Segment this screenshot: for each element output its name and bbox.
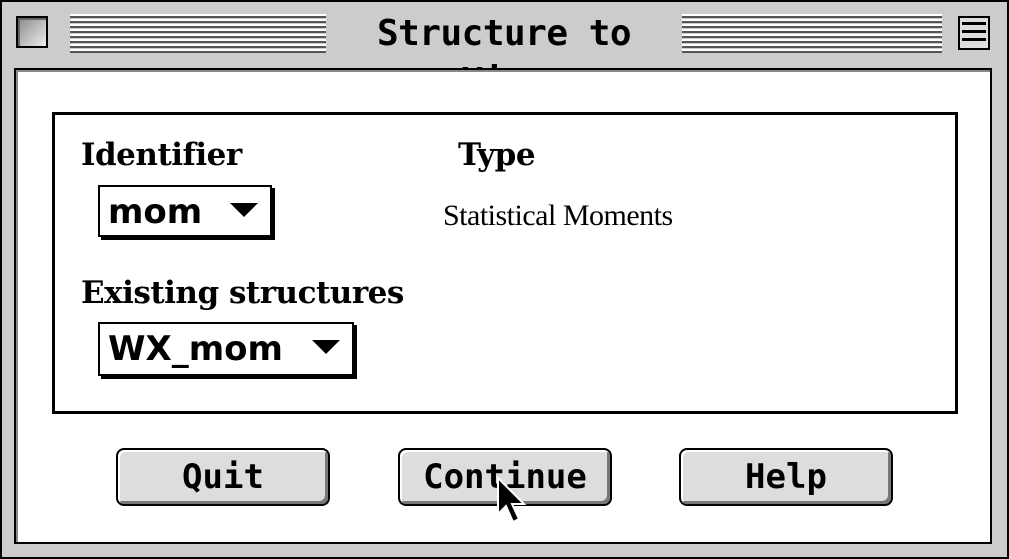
- type-label: Type: [458, 137, 536, 173]
- dialog-content: Identifier Type mom Statistical Moments …: [14, 68, 992, 544]
- identifier-label: Identifier: [81, 137, 242, 173]
- title-bar[interactable]: Structure to View: [2, 2, 1007, 102]
- structure-group-box: Identifier Type mom Statistical Moments …: [52, 112, 958, 414]
- triangle-down-icon: [312, 340, 340, 354]
- existing-structures-popup-value: WX_mom: [108, 329, 283, 369]
- help-button[interactable]: Help: [679, 448, 893, 506]
- triangle-down-icon: [230, 203, 258, 217]
- existing-structures-label: Existing structures: [81, 275, 404, 311]
- close-box-icon[interactable]: [16, 16, 48, 48]
- arrow-cursor-icon: [497, 476, 527, 524]
- window-title: Structure to View: [326, 10, 682, 102]
- identifier-popup[interactable]: mom: [98, 185, 272, 237]
- quit-button[interactable]: Quit: [116, 448, 330, 506]
- type-value: Statistical Moments: [443, 199, 673, 232]
- identifier-popup-value: mom: [108, 192, 203, 232]
- existing-structures-popup[interactable]: WX_mom: [98, 322, 354, 376]
- zoom-box-icon[interactable]: [958, 16, 990, 50]
